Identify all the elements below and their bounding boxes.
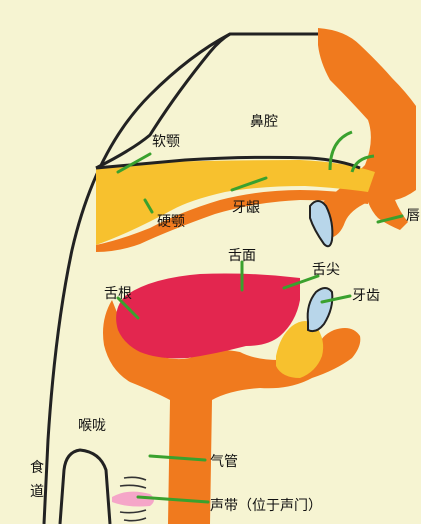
label-tongue-root: 舌根 — [104, 286, 132, 302]
label-trachea: 气管 — [210, 454, 238, 470]
sound-wave-2 — [120, 485, 146, 488]
label-lips-partial: 唇 — [406, 208, 420, 224]
label-teeth: 牙齿 — [352, 288, 380, 304]
label-tongue-surface: 舌面 — [228, 248, 256, 264]
sound-wave-3 — [120, 510, 146, 513]
label-vocal-cords: 声带（位于声门） — [210, 498, 322, 514]
label-alveolar-ridge: 牙龈 — [232, 200, 260, 216]
label-nasal-cavity: 鼻腔 — [250, 113, 278, 130]
sound-wave-4 — [124, 518, 146, 521]
sound-wave-1 — [124, 477, 146, 480]
lower-tooth — [308, 288, 333, 331]
nose-tissue — [318, 28, 416, 238]
label-pharynx: 喉咙 — [78, 418, 106, 434]
label-esophagus-2: 道 — [30, 484, 44, 500]
label-hard-palate: 硬颚 — [157, 214, 185, 230]
label-soft-palate: 软颚 — [152, 134, 180, 150]
label-tongue-tip: 舌尖 — [312, 262, 340, 278]
label-esophagus-1: 食 — [30, 459, 44, 476]
tongue — [116, 274, 300, 359]
esophagus-outline — [60, 450, 110, 524]
